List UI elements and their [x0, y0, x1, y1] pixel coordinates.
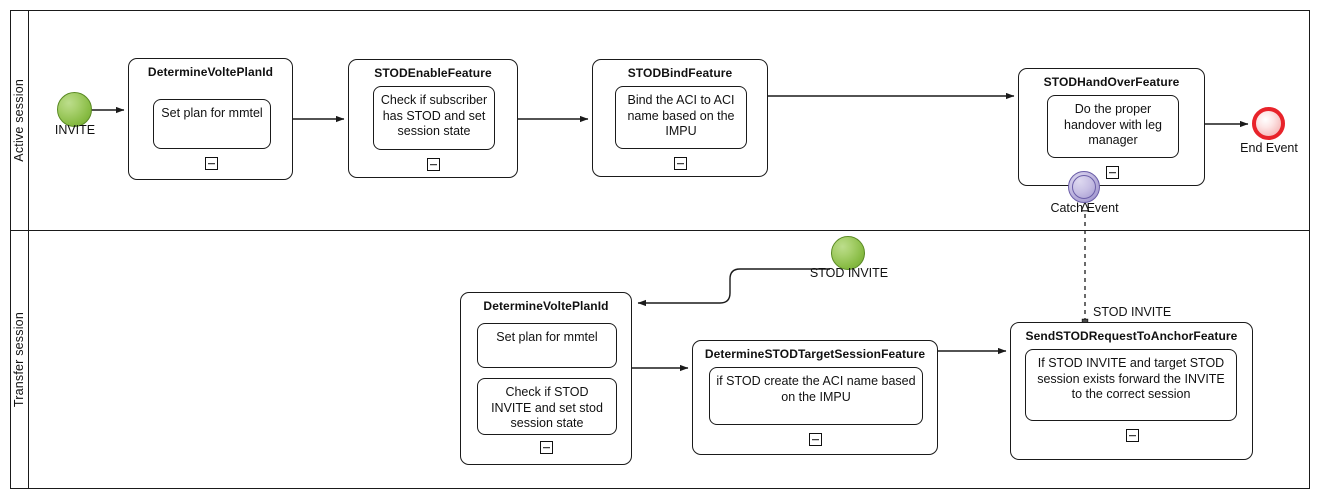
task-set-plan-for-mmtel[interactable]: Set plan for mmtel	[153, 99, 271, 149]
subprocess-title: STODEnableFeature	[374, 66, 492, 80]
message-flow-label-stod-invite: STOD INVITE	[1093, 305, 1172, 319]
lane-header-active-session: Active session	[10, 10, 29, 230]
subprocess-determine-stod-target-session-feature[interactable]: DetermineSTODTargetSessionFeature if STO…	[692, 340, 938, 455]
task-if-stod-create-aci-name[interactable]: if STOD create the ACI name based on the…	[709, 367, 923, 425]
subprocess-stod-enable-feature[interactable]: STODEnableFeature Check if subscriber ha…	[348, 59, 518, 178]
catch-event-label: Catch Event	[1050, 201, 1119, 215]
end-event[interactable]	[1252, 107, 1285, 140]
subprocess-stod-handover-feature[interactable]: STODHandOverFeature Do the proper handov…	[1018, 68, 1205, 186]
subprocess-title: DetermineVoltePlanId	[483, 299, 609, 313]
catch-event-inner-ring	[1072, 175, 1096, 199]
subprocess-determine-volte-plan-id-active[interactable]: DetermineVoltePlanId Set plan for mmtel	[128, 58, 293, 180]
collapse-marker-icon[interactable]	[1106, 166, 1119, 179]
collapse-marker-icon[interactable]	[540, 441, 553, 454]
subprocess-send-stod-request-to-anchor-feature[interactable]: SendSTODRequestToAnchorFeature If STOD I…	[1010, 322, 1253, 460]
task-set-plan-for-mmtel[interactable]: Set plan for mmtel	[477, 323, 617, 368]
start-event-stod-invite[interactable]	[831, 236, 865, 270]
subprocess-title: DetermineVoltePlanId	[147, 65, 274, 79]
task-check-stod-invite-set-state[interactable]: Check if STOD INVITE and set stod sessio…	[477, 378, 617, 435]
subprocess-title: STODHandOverFeature	[1043, 75, 1180, 89]
collapse-marker-icon[interactable]	[1126, 429, 1139, 442]
collapse-marker-icon[interactable]	[205, 157, 218, 170]
task-check-subscriber-stod[interactable]: Check if subscriber has STOD and set ses…	[373, 86, 495, 150]
start-event-invite-label: INVITE	[54, 123, 96, 137]
task-bind-aci-to-aci-name[interactable]: Bind the ACI to ACI name based on the IM…	[615, 86, 747, 149]
lane-label-transfer-session: Transfer session	[12, 311, 26, 408]
subprocess-title: SendSTODRequestToAnchorFeature	[1025, 329, 1238, 343]
process-pool	[10, 10, 1310, 489]
task-do-proper-handover[interactable]: Do the proper handover with leg manager	[1047, 95, 1179, 158]
collapse-marker-icon[interactable]	[674, 157, 687, 170]
subprocess-stod-bind-feature[interactable]: STODBindFeature Bind the ACI to ACI name…	[592, 59, 768, 177]
subprocess-title: DetermineSTODTargetSessionFeature	[704, 347, 926, 361]
collapse-marker-icon[interactable]	[809, 433, 822, 446]
subprocess-title: STODBindFeature	[627, 66, 733, 80]
collapse-marker-icon[interactable]	[427, 158, 440, 171]
end-event-label: End Event	[1240, 141, 1298, 155]
lane-header-transfer-session: Transfer session	[10, 230, 29, 489]
subprocess-determine-volte-plan-id-transfer[interactable]: DetermineVoltePlanId Set plan for mmtel …	[460, 292, 632, 465]
task-forward-invite-to-correct-session[interactable]: If STOD INVITE and target STOD session e…	[1025, 349, 1237, 421]
start-event-invite[interactable]	[57, 92, 92, 127]
boundary-catch-event[interactable]	[1068, 171, 1100, 203]
start-event-stod-invite-label: STOD INVITE	[809, 266, 889, 280]
lane-label-active-session: Active session	[12, 78, 26, 162]
lane-divider	[10, 230, 1310, 231]
